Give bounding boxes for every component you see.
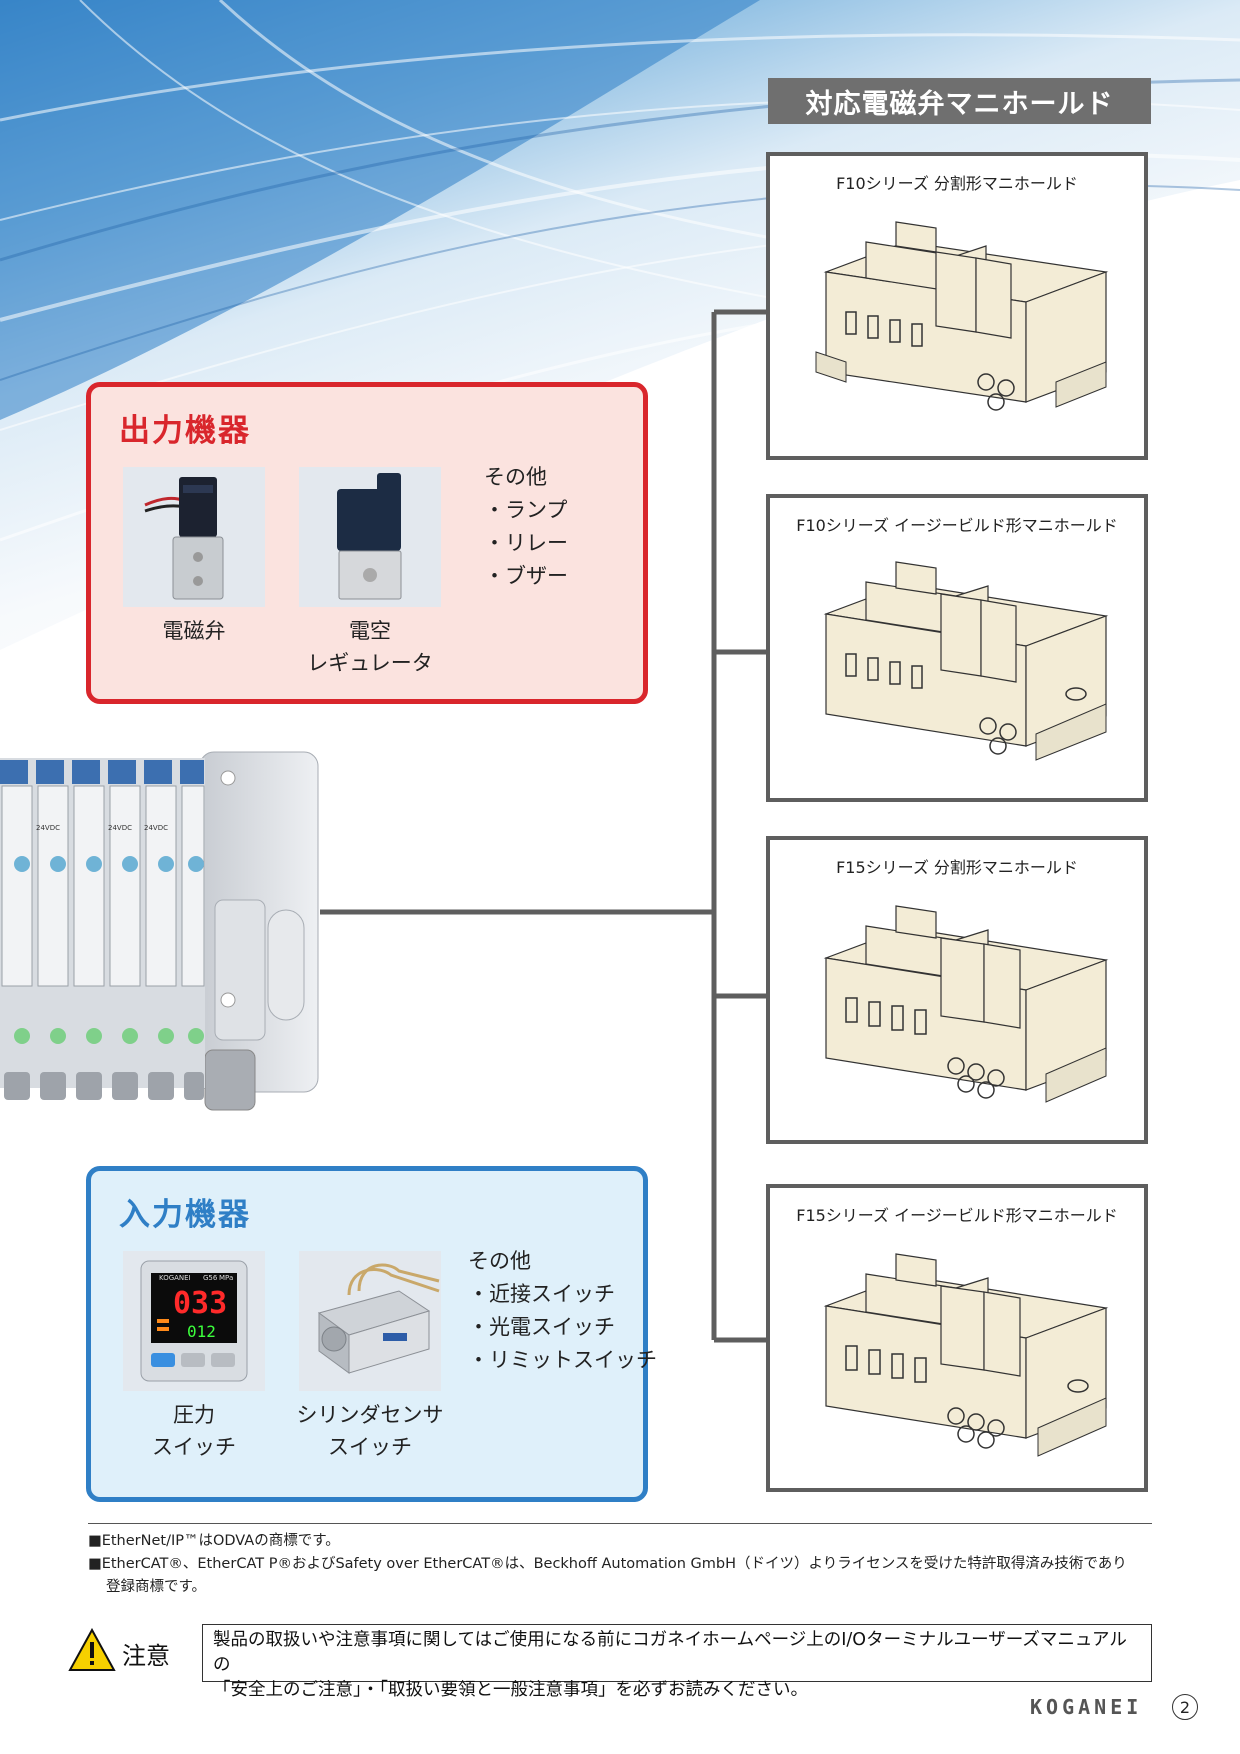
panel-title: 出力機器 (119, 413, 251, 449)
input-item-label: スイッチ (328, 1435, 412, 1459)
others-item: ・ランプ (484, 498, 568, 522)
manifold-caption: F10シリーズ 分割形マニホールド (836, 174, 1078, 193)
manifold-caption: F15シリーズ イージービルド形マニホールド (796, 1206, 1118, 1225)
others-heading: その他 (468, 1249, 531, 1273)
display-main-value: 033 (173, 1286, 227, 1321)
caution-label: 注意 (122, 1642, 170, 1670)
manifold-illustration (815, 221, 1109, 411)
input-item-label: スイッチ (152, 1435, 236, 1459)
warning-icon (68, 1628, 116, 1671)
input-devices-panel: 入力機器 KOGANEI G56 MPa 033 012 圧力 スイッチ (86, 1166, 657, 1502)
display-sub-value: 012 (187, 1322, 216, 1341)
caution-line: 製品の取扱いや注意事項に関してはご使用になる前にコガネイホームページ上のI/Oタ… (213, 1630, 1127, 1675)
cylinder-sensor-photo (299, 1251, 441, 1391)
note-line: ■EtherCAT®、EtherCAT P®およびSafety over Eth… (88, 1556, 1127, 1572)
output-item-label: 電磁弁 (162, 619, 226, 643)
others-item: ・光電スイッチ (468, 1315, 615, 1339)
input-others-list: その他 ・近接スイッチ ・光電スイッチ ・リミットスイッチ (468, 1245, 657, 1377)
io-terminal-image: 24VDC 24VDC 24VDC (0, 751, 319, 1111)
display-unit: MPa (219, 1274, 233, 1282)
manifold-box-f10-easybuild: F10シリーズ イージービルド形マニホールド (766, 494, 1148, 802)
note-line: 登録商標です。 (106, 1579, 207, 1595)
display-model: G56 (203, 1274, 218, 1282)
output-item-label: レギュレータ (307, 651, 433, 675)
output-devices-panel: 出力機器 電磁弁 電空 レギュレータ その他 ・ランプ ・リレー ・ブザー (86, 382, 648, 704)
page-number: 2 (1172, 1694, 1198, 1720)
footer-divider (88, 1523, 1152, 1524)
e-p-regulator-photo (299, 467, 441, 607)
module-voltage-label: 24VDC (108, 824, 132, 832)
trademark-notes: ■EtherNet/IP™はODVAの商標です。 ■EtherCAT®、Ethe… (88, 1530, 1127, 1599)
manifold-illustration (823, 561, 1109, 761)
manifold-box-f15-easybuild: F15シリーズ イージービルド形マニホールド (766, 1184, 1148, 1492)
input-item-label: 圧力 (173, 1403, 215, 1427)
display-brand: KOGANEI (159, 1274, 191, 1282)
others-item: ・リミットスイッチ (468, 1348, 657, 1372)
module-voltage-label: 24VDC (36, 824, 60, 832)
others-item: ・近接スイッチ (468, 1282, 615, 1306)
caution-box: 製品の取扱いや注意事項に関してはご使用になる前にコガネイホームページ上のI/Oタ… (202, 1624, 1152, 1700)
module-voltage-label: 24VDC (144, 824, 168, 832)
panel-title: 入力機器 (119, 1197, 251, 1233)
pressure-switch-photo: KOGANEI G56 MPa 033 012 (123, 1251, 265, 1391)
others-item: ・ブザー (484, 564, 568, 588)
caution-line: 「安全上のご注意」・「取扱い要領と一般注意事項」を必ずお読みください。 (213, 1680, 808, 1700)
others-item: ・リレー (484, 531, 568, 555)
output-item-label: 電空 (349, 619, 391, 643)
note-line: ■EtherNet/IP™はODVAの商標です。 (88, 1533, 340, 1549)
io-module-stack (0, 758, 205, 1100)
solenoid-valve-photo (123, 467, 265, 607)
manifold-illustration (823, 905, 1109, 1103)
manifold-box-f10-split: F10シリーズ 分割形マニホールド (766, 152, 1148, 460)
output-others-list: その他 ・ランプ ・リレー ・ブザー (484, 461, 568, 593)
manifold-illustration (823, 1253, 1109, 1457)
manifold-caption: F10シリーズ イージービルド形マニホールド (796, 516, 1118, 535)
manifold-header: 対応電磁弁マニホールド (768, 78, 1151, 124)
input-item-label: シリンダセンサ (296, 1403, 444, 1427)
koganei-logo: KOGANEI (1030, 1695, 1143, 1719)
others-heading: その他 (484, 465, 547, 489)
manifold-caption: F15シリーズ 分割形マニホールド (836, 858, 1078, 877)
manifold-box-f15-split: F15シリーズ 分割形マニホールド (766, 836, 1148, 1144)
